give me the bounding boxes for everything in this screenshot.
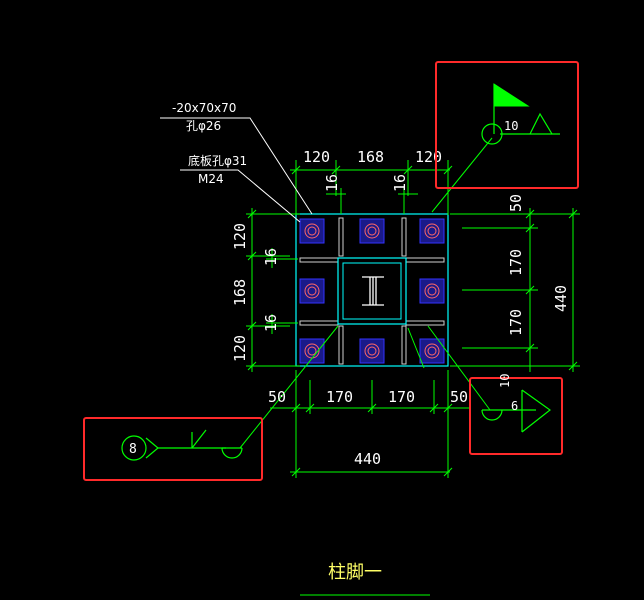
anchor-bolt xyxy=(299,218,325,244)
right-dim-total: 440 xyxy=(552,285,570,312)
bottom-dim-left: 50 xyxy=(268,388,286,406)
anchor-bolt xyxy=(359,338,385,364)
top-dim-small-right: 16 xyxy=(391,174,409,192)
right-dim-upper: 170 xyxy=(507,249,525,276)
right-dim-lower: 170 xyxy=(507,309,525,336)
drawing-title: 柱脚一 xyxy=(328,562,382,583)
weld-size-small: 10 xyxy=(498,374,512,388)
weld-size-bottom-right: 6 xyxy=(511,399,518,413)
bolt-size-note: M24 xyxy=(198,172,224,186)
stiffener-spec-note: -20x70x70 xyxy=(172,101,236,115)
left-dim-top: 120 xyxy=(231,223,249,250)
plate-hole-note: 底板孔φ31 xyxy=(188,153,247,168)
anchor-bolt xyxy=(419,218,445,244)
weld-tag-number: 8 xyxy=(129,442,137,457)
left-dim-small-bottom: 16 xyxy=(262,314,280,332)
anchor-bolts xyxy=(299,218,445,364)
bottom-dim-right: 50 xyxy=(450,388,468,406)
weld-size-top-right: 10 xyxy=(504,119,518,133)
anchor-bolt xyxy=(299,338,325,364)
callout-weld-bottom-left: 8 xyxy=(83,417,263,481)
leader-lines xyxy=(160,117,313,223)
top-dim-small-left: 16 xyxy=(323,174,341,192)
anchor-bolt xyxy=(299,278,325,304)
stiffener-hole-note: 孔φ26 xyxy=(186,119,221,133)
anchor-bolt xyxy=(359,218,385,244)
right-dim-top: 50 xyxy=(507,194,525,212)
top-dim-right: 120 xyxy=(415,148,442,166)
bottom-dim-total: 440 xyxy=(354,450,381,468)
bottom-dim-mid-left: 170 xyxy=(326,388,353,406)
weld-leaders xyxy=(239,137,493,449)
left-dim-small-top: 16 xyxy=(262,248,280,266)
callout-weld-top-right: 10 xyxy=(435,61,579,189)
bottom-dim-mid-right: 170 xyxy=(388,388,415,406)
anchor-bolt xyxy=(419,338,445,364)
top-dim-middle: 168 xyxy=(357,148,384,166)
anchor-bolt xyxy=(419,278,445,304)
top-dim-left: 120 xyxy=(303,148,330,166)
column-i-section xyxy=(362,276,384,306)
callout-weld-bottom-right: 10 6 xyxy=(469,374,563,455)
base-plate xyxy=(295,213,449,367)
left-dim-bottom: 120 xyxy=(231,335,249,362)
left-dim-middle: 168 xyxy=(231,279,249,306)
